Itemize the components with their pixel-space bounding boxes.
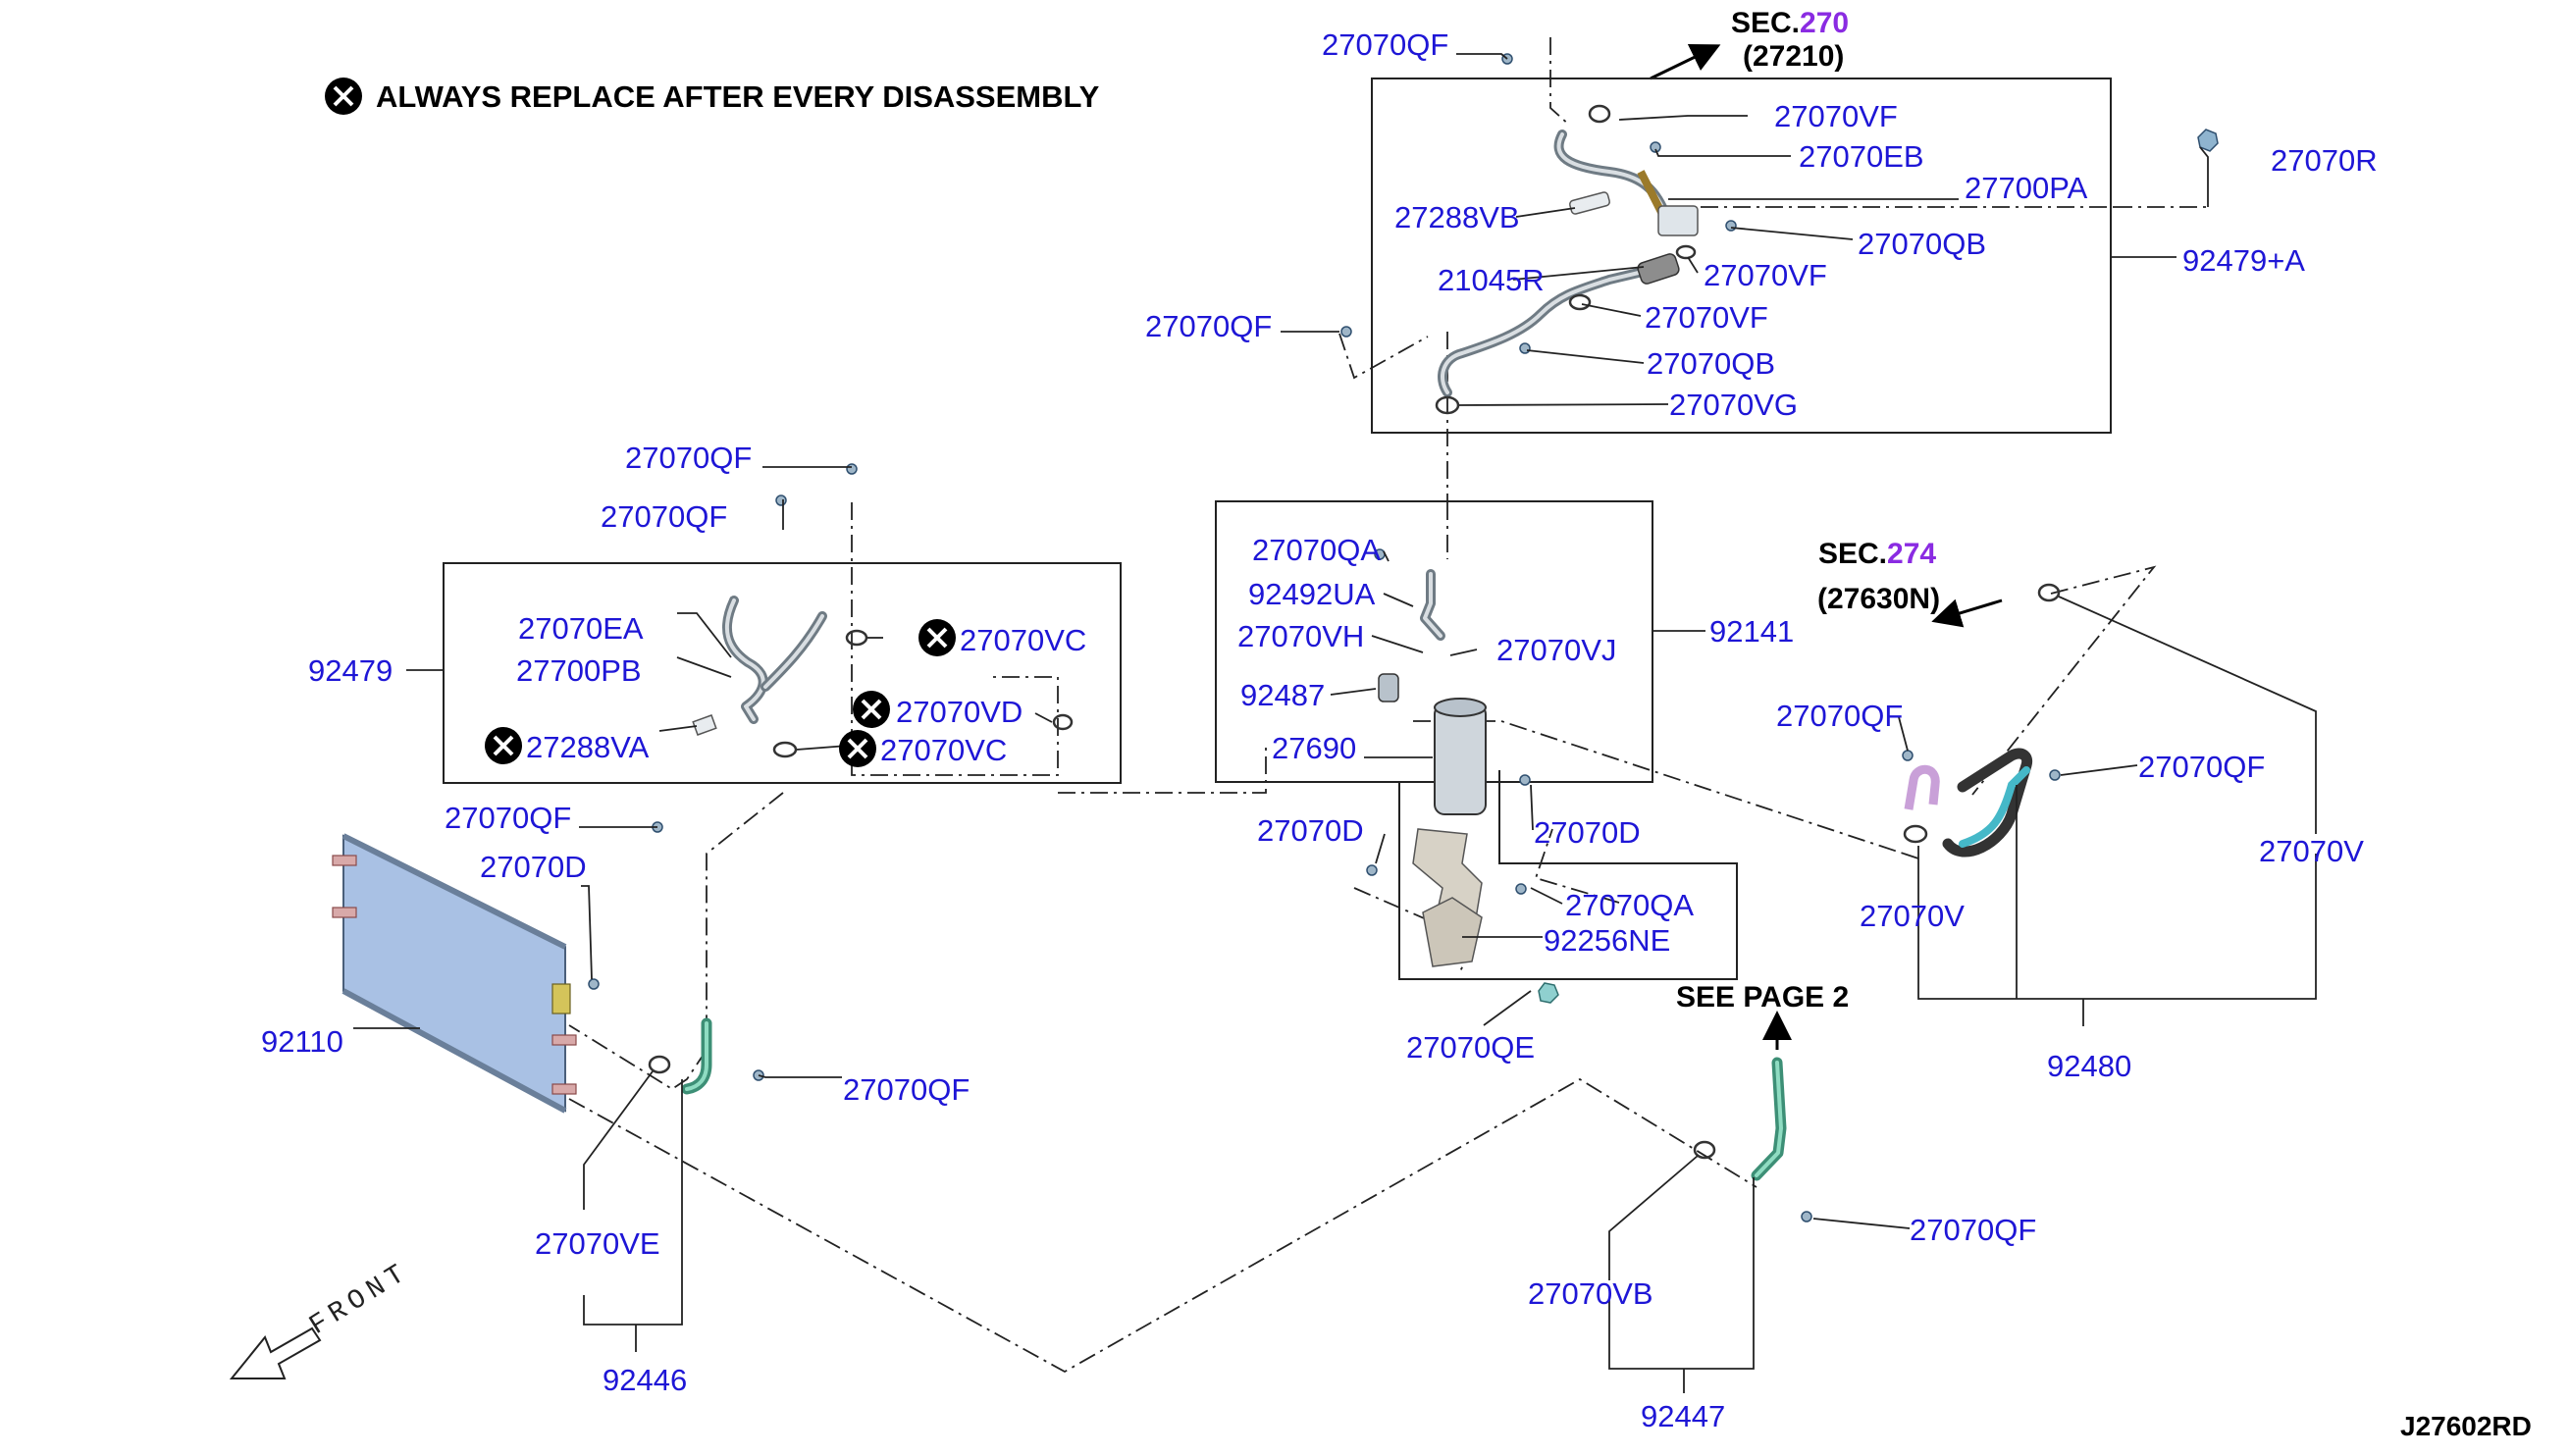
part-label[interactable]: 27070VF [1774,99,1898,133]
part-label[interactable]: 27070D [1257,813,1364,848]
receiver-drier-assembly [1366,548,1559,1004]
replace-mark-icon [918,619,956,656]
part-label[interactable]: 27070D [480,850,587,884]
leader-lines [353,53,2317,1393]
svg-text:SEC.270: SEC.270 [1731,7,1849,39]
front-label: FRONT [304,1257,415,1342]
replace-markers [485,619,956,767]
part-label[interactable]: 27288VB [1394,200,1520,234]
part-label[interactable]: 27070R [2271,143,2378,178]
part-label[interactable]: 27070QF [625,441,752,475]
diagram-id: J27602RD [2400,1411,2532,1441]
sec270-number: 270 [1800,7,1849,39]
part-label[interactable]: 92110 [261,1024,343,1059]
svg-text:SEC.274: SEC.274 [1818,538,1936,570]
part-label[interactable]: 27288VA [526,730,650,764]
part-label[interactable]: 27700PB [516,653,642,688]
front-arrow-icon [229,1326,322,1379]
see-page-2-reference[interactable]: SEE PAGE 2 [1676,981,1849,1050]
part-label[interactable]: 27070VC [880,733,1007,767]
part-label[interactable]: 27690 [1272,731,1356,765]
see-page-label: SEE PAGE 2 [1676,981,1849,1014]
part-label[interactable]: 92447 [1641,1399,1725,1433]
part-label[interactable]: 27070QB [1858,227,1986,261]
section-270-reference[interactable]: SEC.270 (27210) [1650,7,1849,80]
part-label[interactable]: 27070EB [1799,139,1924,174]
sec274-ref: (27630N) [1817,583,1940,615]
front-hose-92446 [648,1017,764,1095]
part-labels: 27070QF 27070VF 27070EB 27700PA 27070R 2… [261,27,2378,1433]
part-label[interactable]: 27070QF [1776,699,1903,733]
front-indicator: FRONT [229,1257,415,1379]
replace-mark-icon [485,727,522,764]
part-label[interactable]: 27070QF [1322,27,1448,62]
sec274-arrow-icon [1931,598,2003,628]
part-label[interactable]: 92487 [1240,678,1325,712]
replace-mark-icon [853,691,890,728]
part-label[interactable]: 92446 [603,1363,687,1397]
part-label[interactable]: 27070QF [2138,750,2265,784]
replace-notice-text: ALWAYS REPLACE AFTER EVERY DISASSEMBLY [376,79,1100,114]
part-label[interactable]: 27070V [2259,834,2364,868]
sec274-number: 274 [1887,538,1936,570]
receiver-drier-tank [1434,703,1487,815]
group-frame-92479 [443,562,1122,784]
part-label[interactable]: 27070VF [1704,258,1827,292]
condenser [332,833,600,1114]
part-label[interactable]: 92256NE [1544,923,1670,958]
part-label[interactable]: 27070VJ [1496,633,1616,667]
sec274-prefix: SEC. [1818,538,1887,570]
sec270-prefix: SEC. [1731,7,1800,39]
part-label[interactable]: 27070EA [518,611,644,646]
part-label[interactable]: 27070VD [896,695,1023,729]
part-label[interactable]: 27070QF [843,1072,970,1107]
part-label[interactable]: 27070VE [535,1226,660,1261]
part-label[interactable]: 27070VB [1528,1276,1653,1311]
part-label[interactable]: 27070QF [445,801,571,835]
part-label[interactable]: 27070QA [1252,533,1381,567]
part-label[interactable]: 27070V [1860,899,1965,933]
part-label[interactable]: 92480 [2047,1049,2131,1083]
part-label[interactable]: 27070VG [1669,388,1798,422]
sec270-arrow-icon [1650,43,1721,80]
left-hose-assembly [652,463,1074,833]
part-label[interactable]: 27070VC [960,623,1086,657]
part-label[interactable]: 27070QF [601,499,727,534]
part-label[interactable]: 27700PA [1965,171,2088,205]
part-label[interactable]: 92141 [1709,614,1794,649]
part-label[interactable]: 27070QA [1565,888,1694,922]
rear-hose-assembly [1902,583,2061,858]
part-label[interactable]: 92479+A [2182,243,2305,278]
part-label[interactable]: 27070VF [1645,300,1768,335]
replace-mark-icon [839,730,876,767]
bottom-hose-92447 [1693,1057,1812,1222]
part-label[interactable]: 92492UA [1248,577,1376,611]
part-label[interactable]: 27070D [1534,815,1641,850]
part-label[interactable]: 92479 [308,653,393,688]
part-label[interactable]: 27070VH [1237,619,1364,653]
part-label[interactable]: 27070QF [1910,1213,2036,1247]
section-274-reference[interactable]: SEC.274 (27630N) [1817,538,2003,628]
part-label[interactable]: 27070QB [1647,346,1775,381]
part-label[interactable]: 21045R [1438,263,1545,297]
replace-notice: ALWAYS REPLACE AFTER EVERY DISASSEMBLY [325,78,1100,115]
sec270-ref: (27210) [1743,40,1844,73]
group-frame-92479a [1371,78,2112,434]
part-label[interactable]: 27070QE [1406,1030,1535,1065]
part-label[interactable]: 27070QF [1145,309,1272,343]
group-frame-92256ne [1398,770,1738,980]
